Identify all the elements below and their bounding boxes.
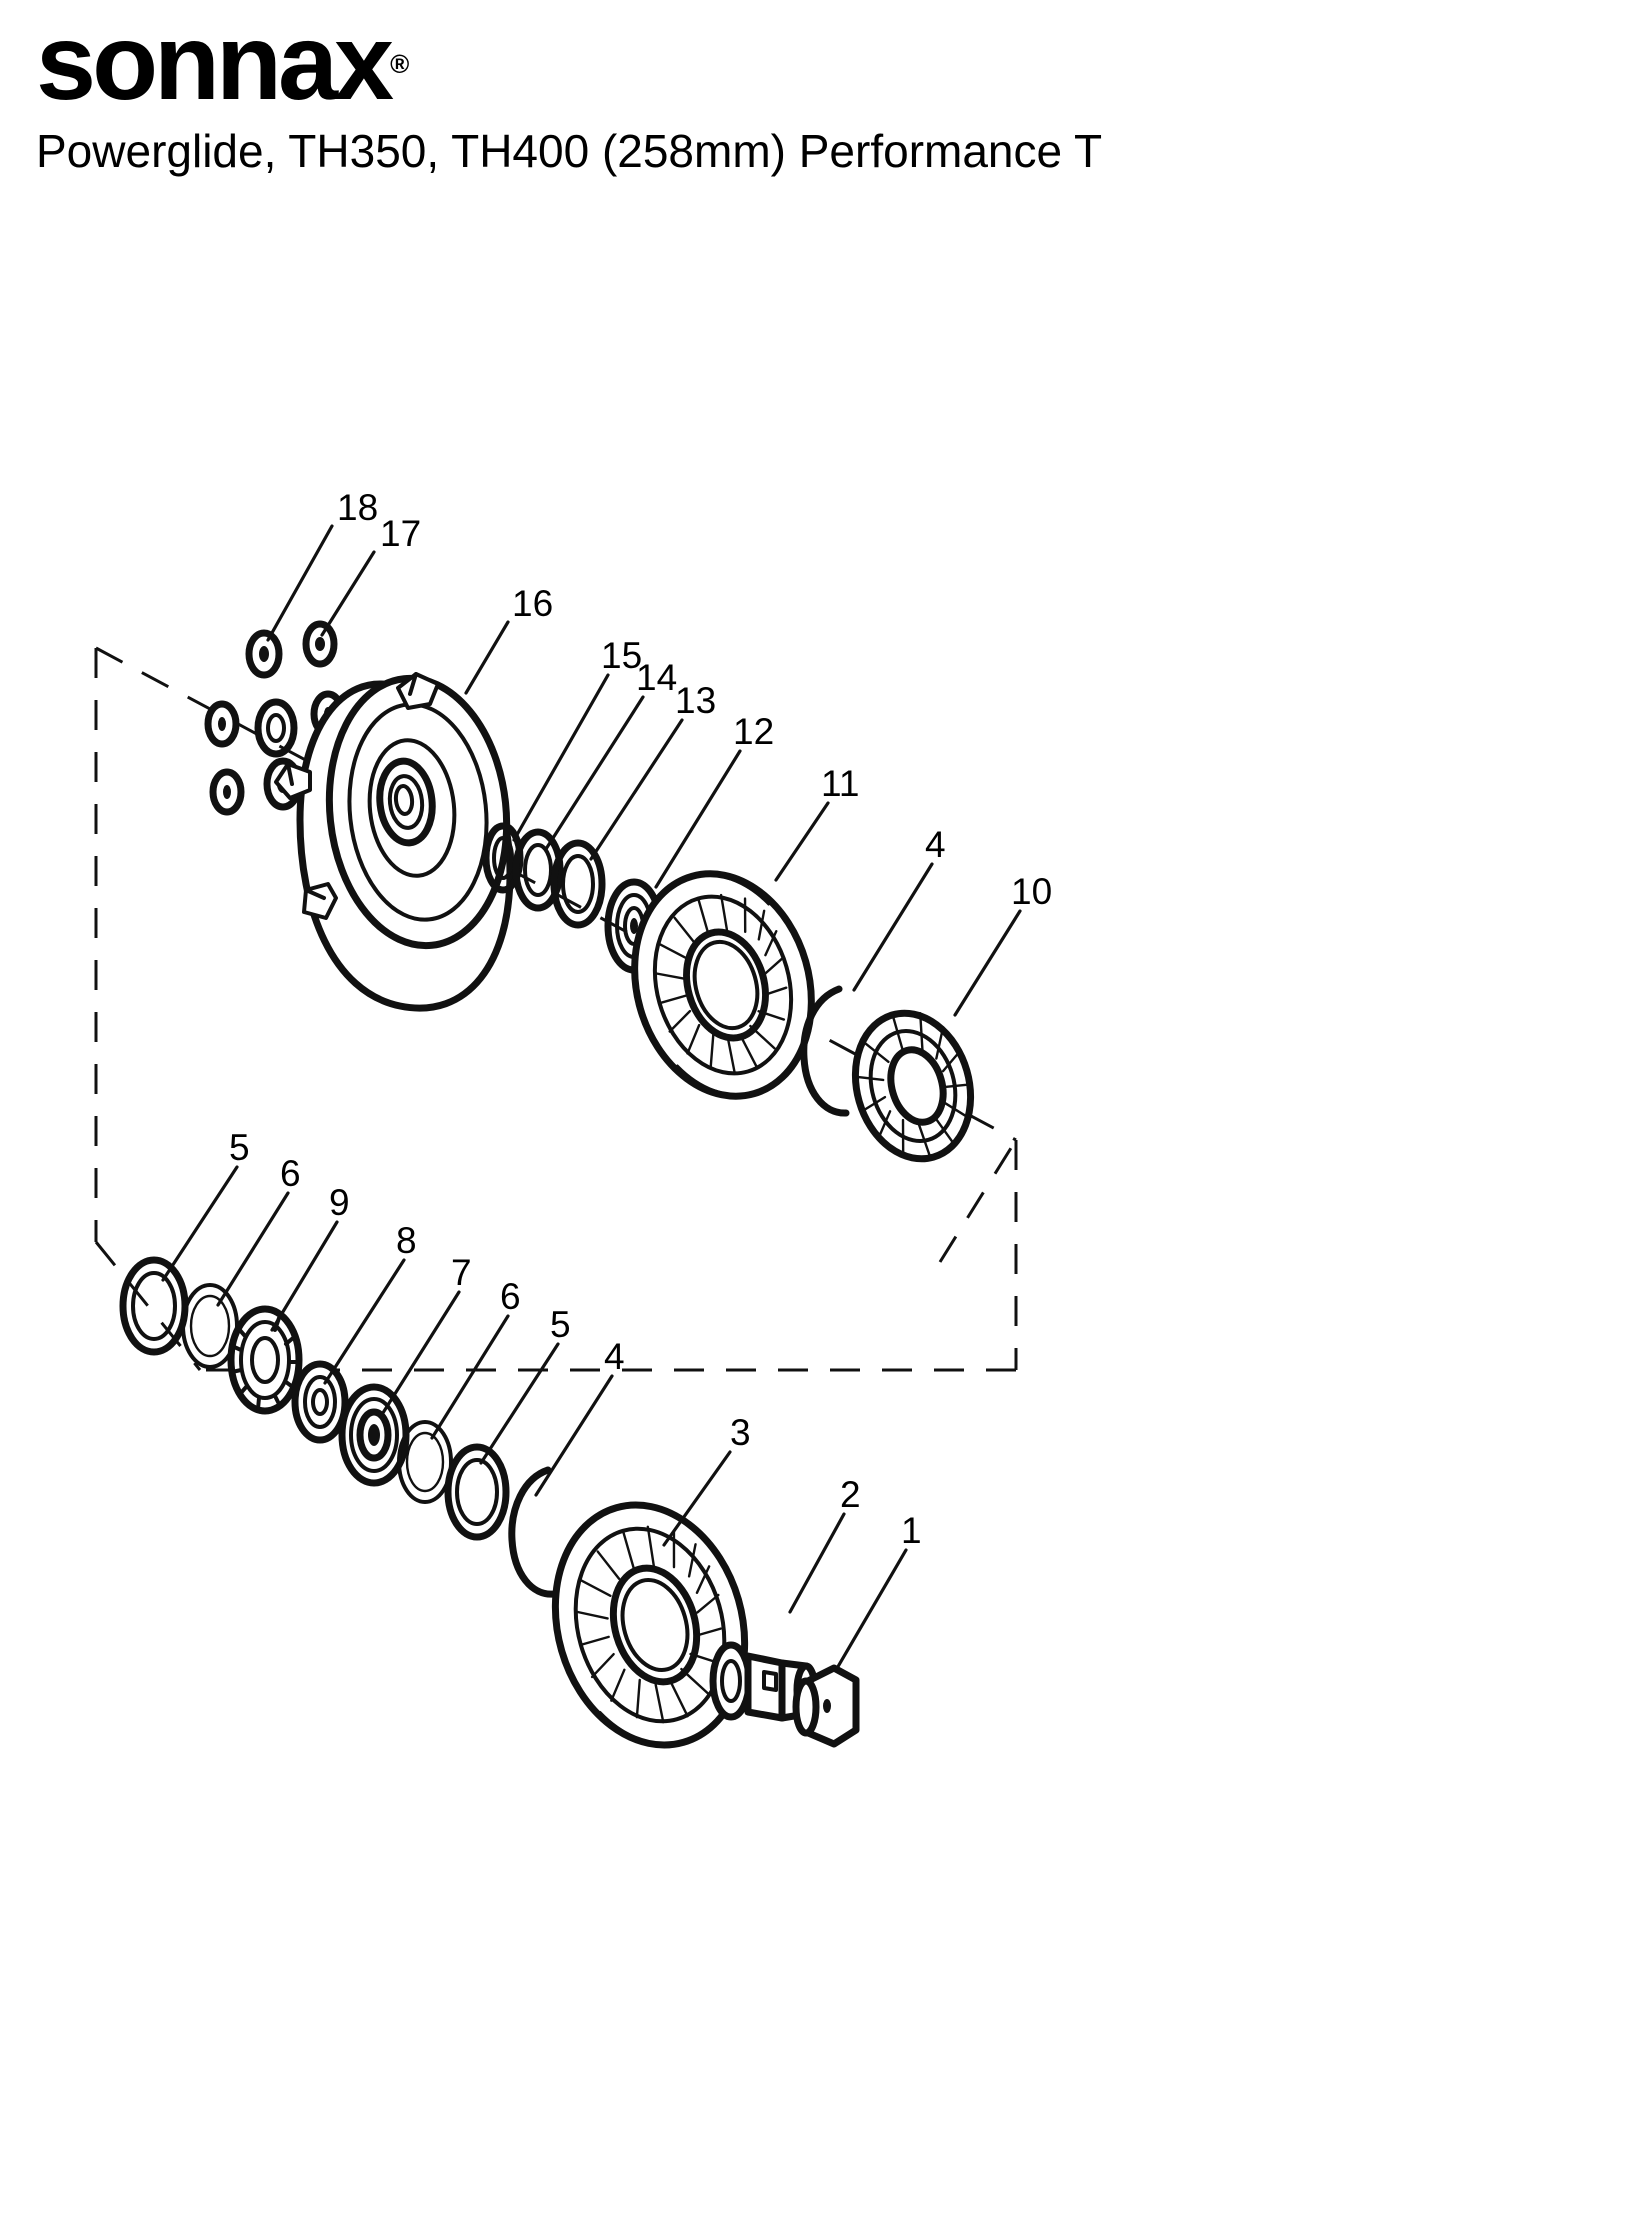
callout-17: 17 bbox=[380, 513, 421, 554]
stator-hub-9 bbox=[227, 1305, 303, 1415]
sonnax-logo: sonnax® bbox=[36, 8, 409, 116]
washer-17 bbox=[302, 620, 338, 668]
washer-18 bbox=[245, 629, 283, 679]
callout-7: 7 bbox=[451, 1252, 472, 1293]
callout-numbers: 18 17 16 15 14 13 12 11 4 10 5 6 9 8 7 6… bbox=[229, 487, 1052, 1551]
seal-ring-13 bbox=[550, 839, 606, 929]
callout-8: 8 bbox=[396, 1220, 417, 1261]
cover-lug-top bbox=[396, 672, 440, 710]
callout-4-lower: 4 bbox=[604, 1336, 625, 1377]
washer-b bbox=[254, 698, 298, 758]
callout-5-right: 5 bbox=[550, 1304, 571, 1345]
seal-ring-14 bbox=[512, 828, 564, 912]
cover-lug-bottom bbox=[302, 882, 338, 920]
callout-4-upper: 4 bbox=[925, 824, 946, 865]
washer-a bbox=[204, 700, 240, 748]
seal-ring-6-right bbox=[397, 1420, 453, 1504]
thrust-bearing-7 bbox=[338, 1383, 410, 1487]
exploded-parts-diagram: 18 17 16 15 14 13 12 11 4 10 5 6 9 8 7 6… bbox=[0, 220, 1634, 2217]
cover-lug-left bbox=[274, 762, 312, 800]
callout-13: 13 bbox=[675, 680, 716, 721]
callout-10: 10 bbox=[1011, 871, 1052, 912]
turbine-11 bbox=[631, 870, 815, 1100]
callout-3: 3 bbox=[730, 1412, 751, 1453]
callout-6-right: 6 bbox=[500, 1276, 521, 1317]
callout-6-left: 6 bbox=[280, 1153, 301, 1194]
snap-ring-4-upper bbox=[800, 985, 850, 1117]
callout-18: 18 bbox=[337, 487, 378, 528]
page-title: Powerglide, TH350, TH400 (258mm) Perform… bbox=[36, 125, 1103, 177]
snap-ring-4-lower bbox=[508, 1466, 558, 1598]
callout-14: 14 bbox=[636, 657, 677, 698]
assembly-boundary bbox=[94, 646, 1018, 1372]
pilot-1 bbox=[792, 1664, 860, 1748]
callout-15: 15 bbox=[601, 635, 642, 676]
seal-ring-5-left bbox=[119, 1256, 189, 1356]
washer-d bbox=[209, 768, 245, 816]
seal-ring-5-right bbox=[444, 1443, 510, 1541]
registered-trademark-icon: ® bbox=[390, 49, 410, 79]
callout-1: 1 bbox=[901, 1510, 922, 1551]
callout-2: 2 bbox=[840, 1474, 861, 1515]
sprag-race-10 bbox=[851, 1009, 975, 1163]
spacer-8 bbox=[291, 1360, 349, 1444]
callout-5-left: 5 bbox=[229, 1127, 250, 1168]
callout-16: 16 bbox=[512, 583, 553, 624]
leader-lines bbox=[161, 524, 1022, 1672]
callout-12: 12 bbox=[733, 711, 774, 752]
callout-11: 11 bbox=[821, 763, 859, 804]
page-header: sonnax® Powerglide, TH350, TH400 (258mm)… bbox=[0, 0, 1634, 220]
impeller-3 bbox=[551, 1501, 749, 1749]
callout-9: 9 bbox=[329, 1182, 350, 1223]
converter-cover-16 bbox=[274, 672, 514, 1012]
logo-wordmark: sonnax bbox=[36, 1, 394, 122]
